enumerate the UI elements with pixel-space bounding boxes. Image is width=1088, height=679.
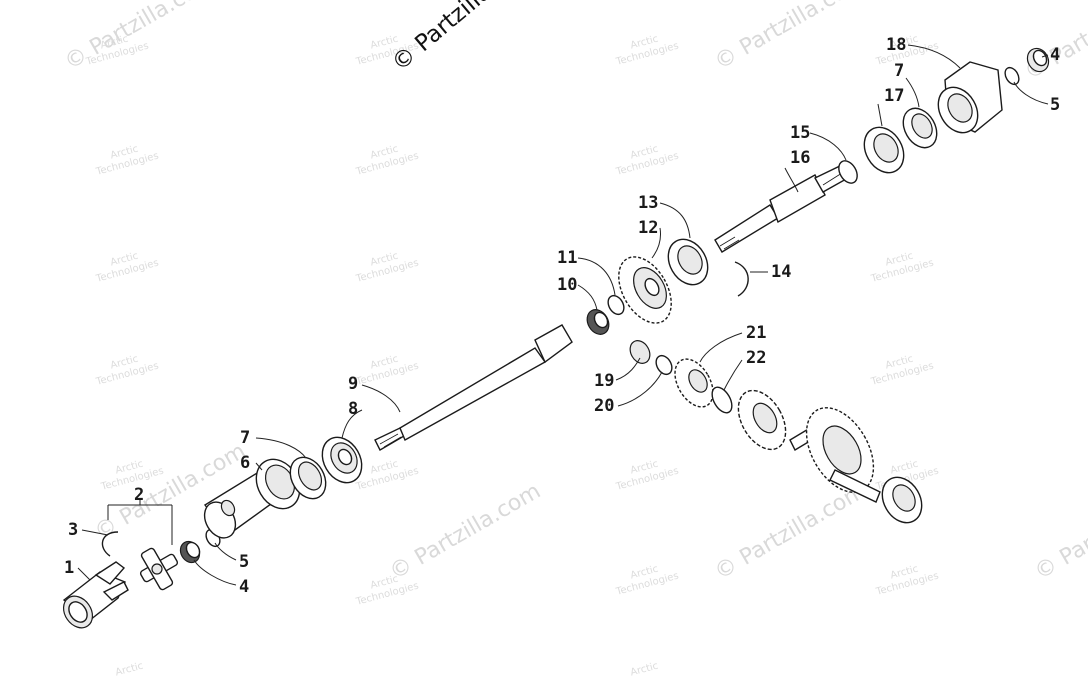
watermark-small: Arctic	[629, 661, 659, 679]
callout-10: 10	[557, 275, 577, 295]
leader-5b	[1013, 81, 1049, 105]
leader-18	[907, 44, 961, 69]
part-12-bevel-gear	[618, 256, 672, 324]
leader-21	[699, 332, 743, 363]
leader-4a	[193, 559, 237, 586]
callout-21: 21	[746, 323, 766, 343]
part-15-ring	[838, 160, 858, 184]
copyright-text: © Partzilla	[387, 0, 496, 77]
callout-6: 6	[240, 453, 250, 473]
leader-4b	[1041, 54, 1049, 58]
callout-17: 17	[884, 86, 904, 106]
callout-12: 12	[638, 218, 658, 238]
leader-6	[255, 462, 263, 471]
part-3-snap-ring	[101, 531, 119, 557]
part-1-yoke	[62, 561, 129, 629]
watermark-small: Arctic	[114, 661, 144, 679]
leader-9	[361, 384, 401, 413]
part-9-shaft	[374, 324, 573, 451]
part-10-nut	[586, 309, 610, 335]
callout-15: 15	[790, 123, 810, 143]
part-18-housing	[937, 61, 1003, 134]
part-11-washer	[607, 294, 625, 316]
part-14-retaining-ring	[734, 261, 749, 297]
leader-8	[341, 409, 363, 439]
watermark-brand: © Partzilla.com	[711, 0, 871, 75]
callout-5: 5	[1050, 95, 1060, 115]
callout-labels: 1 2 3 4 5 6 7 8 9 10 11 12 13 14 15 16 1…	[64, 35, 1060, 597]
callout-7: 7	[240, 428, 250, 448]
leader-3	[81, 529, 109, 536]
leader-5a	[214, 542, 237, 561]
leader-11	[577, 257, 616, 296]
callout-8: 8	[348, 399, 358, 419]
callout-19: 19	[594, 371, 614, 391]
callout-22: 22	[746, 348, 766, 368]
watermark-brand: © Partzilla.com	[386, 479, 546, 586]
watermark-brand: © Partzilla.com	[1031, 479, 1088, 586]
leader-17	[877, 103, 883, 127]
watermark-brand: © Partzilla.com	[711, 479, 871, 586]
callout-11: 11	[557, 248, 577, 268]
callout-3: 3	[68, 520, 78, 540]
leader-1	[77, 567, 91, 581]
callout-1: 1	[64, 558, 74, 578]
parts-layer	[62, 47, 1050, 629]
part-6-yoke-flange	[203, 458, 301, 539]
leader-10	[577, 284, 598, 311]
watermark-brand: © Partzilla.com	[1021, 0, 1088, 85]
callout-16: 16	[790, 148, 810, 168]
leader-12	[651, 227, 661, 259]
part-5-washer-upper	[1004, 66, 1020, 86]
part-13-bearing	[667, 238, 709, 286]
callout-4: 4	[239, 577, 249, 597]
leader-20	[617, 371, 663, 407]
leader-lines	[77, 44, 1049, 586]
callout-4: 4	[1050, 45, 1060, 65]
leader-16	[784, 167, 799, 193]
part-7-seal-upper	[902, 107, 938, 149]
leader-2	[107, 500, 173, 545]
part-gear-shaft-assembly	[737, 389, 923, 524]
leader-7a	[255, 437, 307, 459]
callout-5: 5	[239, 552, 249, 572]
callout-14: 14	[771, 262, 791, 282]
callout-13: 13	[638, 193, 658, 213]
leader-19	[615, 357, 641, 381]
part-4-nut-upper	[1026, 47, 1050, 73]
part-19-nut	[629, 340, 651, 364]
leader-13	[659, 202, 691, 239]
part-7-seal-lower	[289, 456, 327, 500]
part-8-bearing	[321, 436, 363, 484]
leader-22	[723, 359, 743, 391]
part-21-gear	[674, 358, 714, 408]
callout-7: 7	[894, 61, 904, 81]
part-22-washer	[711, 386, 733, 414]
part-4-nut-lower	[179, 540, 201, 564]
callout-18: 18	[886, 35, 906, 55]
callout-20: 20	[594, 396, 614, 416]
leader-7b	[905, 77, 920, 108]
leader-15	[809, 132, 847, 161]
part-17-bearing	[863, 126, 905, 174]
callout-2: 2	[134, 485, 144, 505]
part-16-pinion-shaft	[714, 164, 849, 253]
part-20-washer	[655, 354, 673, 376]
callout-9: 9	[348, 374, 358, 394]
watermark-brand: © Partzilla.com	[61, 0, 221, 75]
part-2-cross-kit	[139, 547, 179, 591]
